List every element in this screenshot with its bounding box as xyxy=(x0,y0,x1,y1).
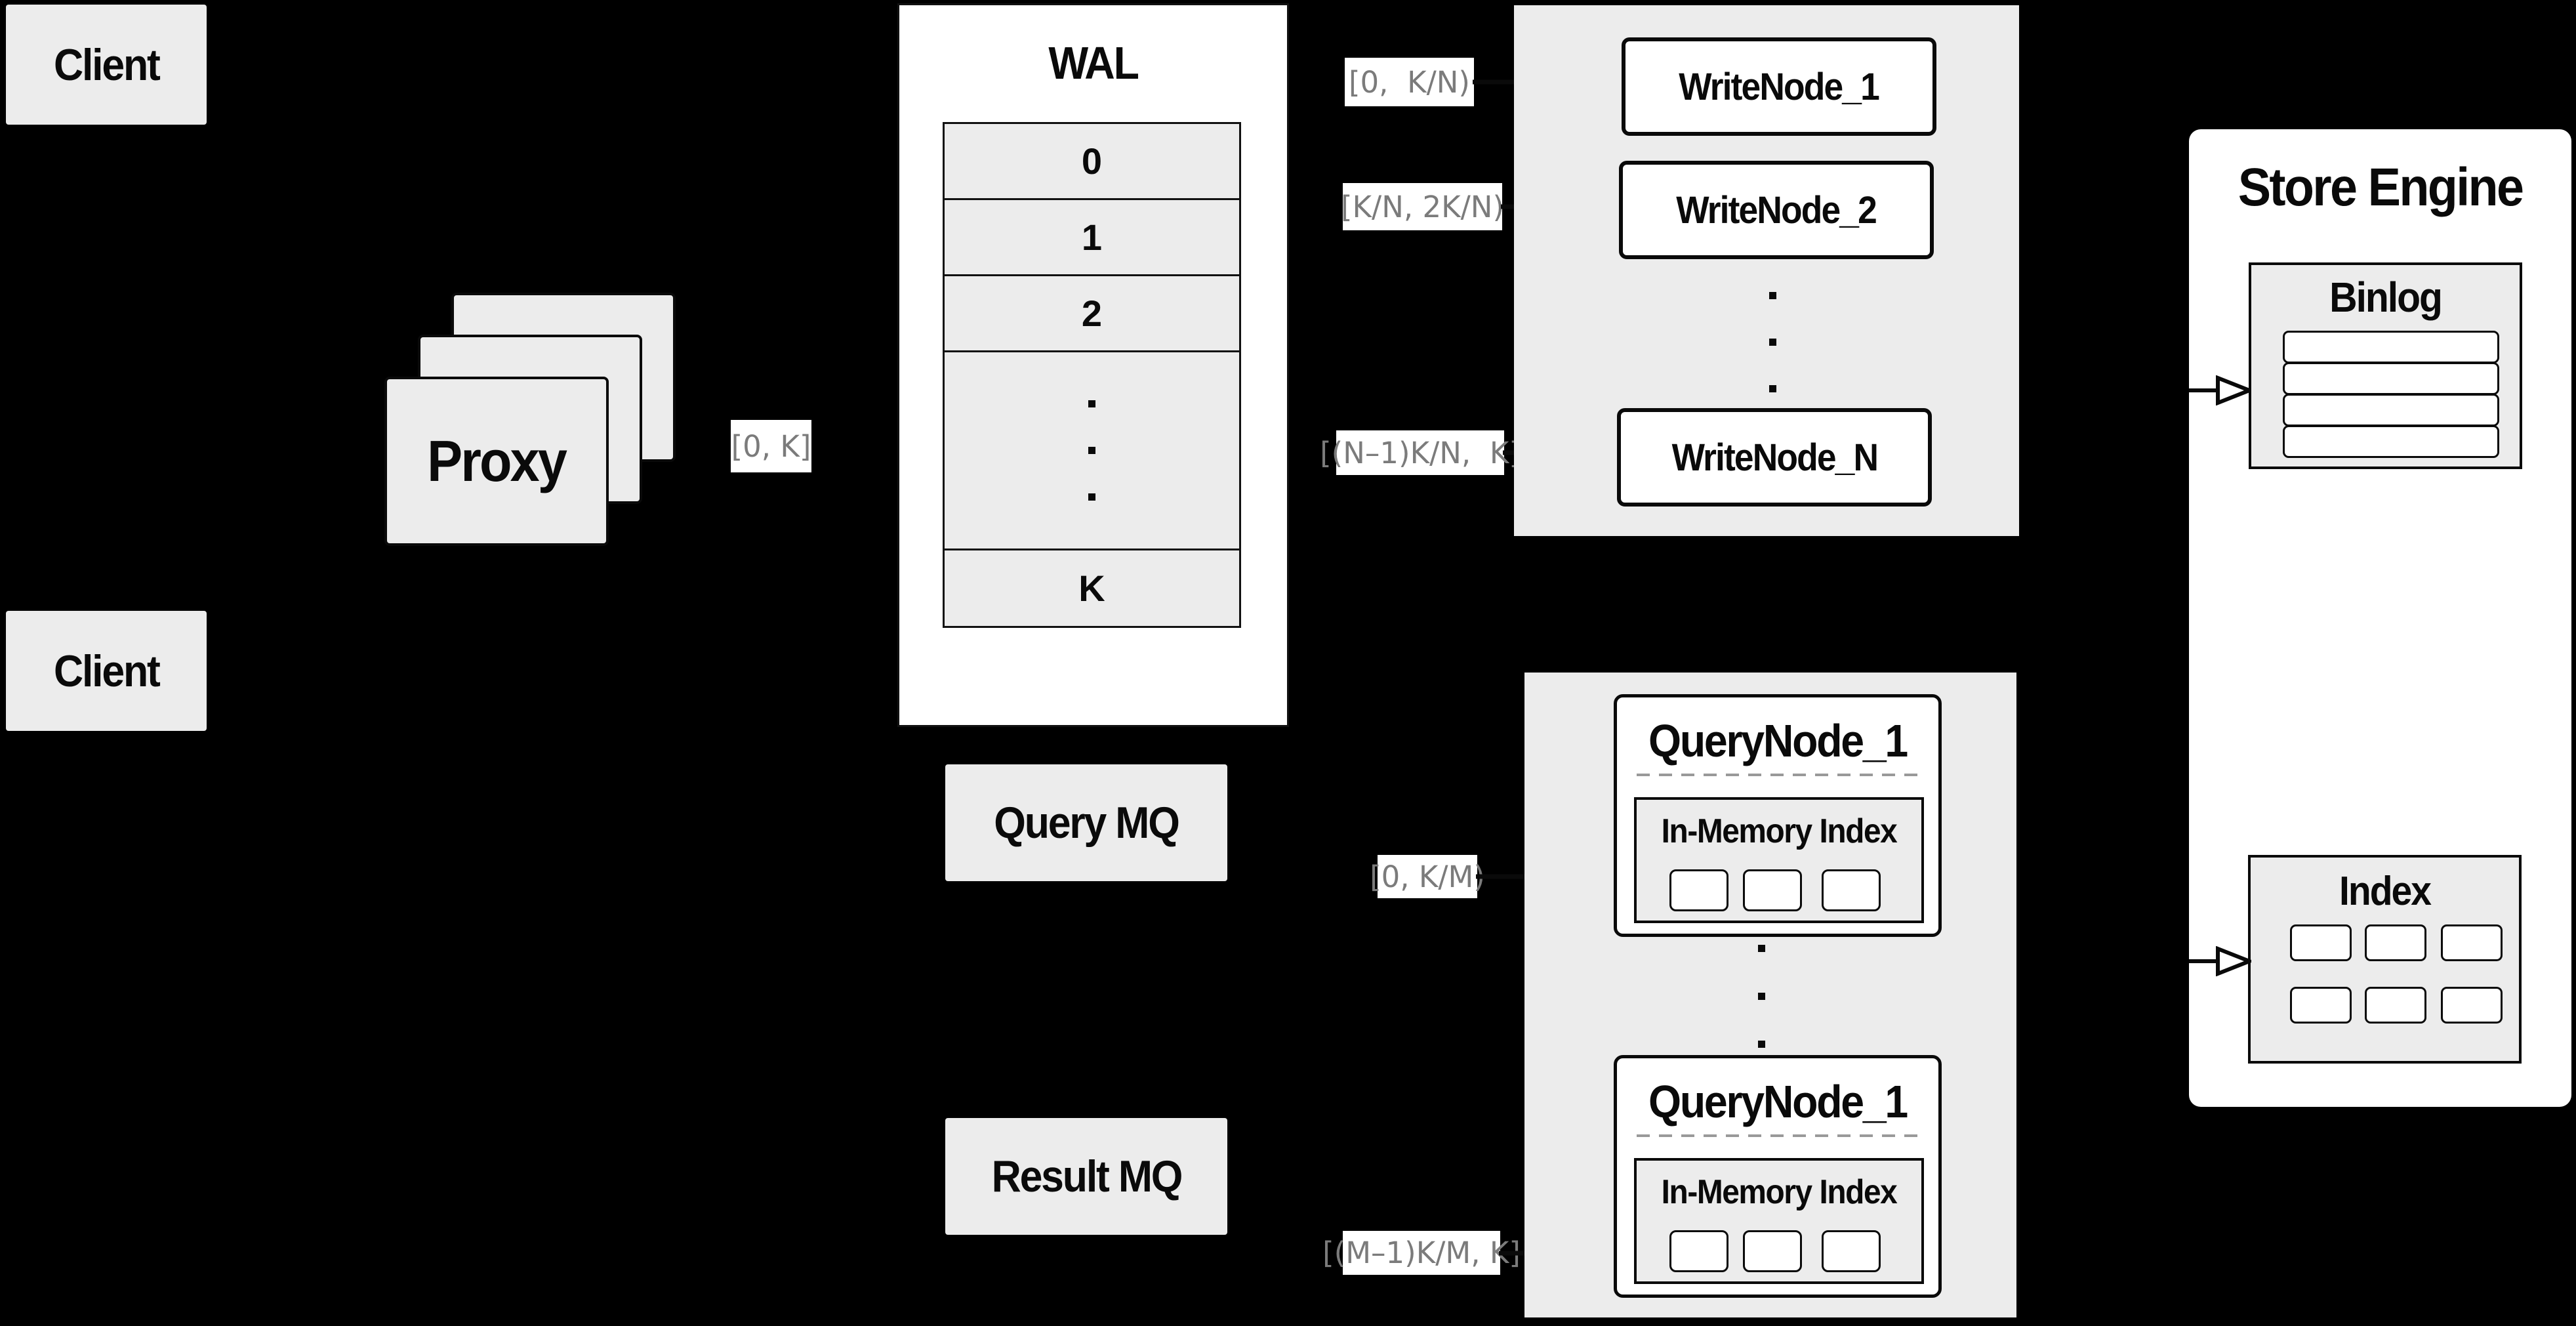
binlog-row xyxy=(2283,362,2499,395)
index-chip xyxy=(1743,1230,1802,1272)
arrow-to-binlog xyxy=(2189,375,2251,405)
range-label-0-k: [0, K] xyxy=(731,420,811,472)
range-label-write-2: [K/N, 2K/N) xyxy=(1341,183,1504,230)
in-memory-index-box: In-Memory Index xyxy=(1634,797,1924,923)
proxy-card-front: Proxy xyxy=(384,377,609,546)
client-box-bottom: Client xyxy=(6,611,207,731)
result-mq-box: Result MQ xyxy=(945,1118,1227,1235)
binlog-row xyxy=(2283,394,2499,426)
binlog-row xyxy=(2283,425,2499,458)
store-engine-box: Store Engine Binlog Index xyxy=(2189,129,2571,1107)
index-box: Index xyxy=(2248,855,2522,1064)
writenode-1-box: WriteNode_1 xyxy=(1622,37,1936,136)
range-label-query-1: [0, K/M) xyxy=(1370,855,1485,898)
ellipsis-dots-icon xyxy=(1758,945,1765,1048)
wal-segment-row: 0 xyxy=(945,124,1239,198)
querynode-1-label: QueryNode_1 xyxy=(1648,715,1908,766)
store-engine-label: Store Engine xyxy=(2238,157,2524,217)
writenode-n-box: WriteNode_N xyxy=(1617,408,1932,507)
range-label-query-m: [(M–1)K/M, K] xyxy=(1322,1231,1521,1275)
wal-title: WAL xyxy=(1048,37,1139,89)
client-top-label: Client xyxy=(53,39,161,90)
writenode-2-label: WriteNode_2 xyxy=(1676,188,1878,232)
range-label-write-n: [(N–1)K/N, K] xyxy=(1320,430,1521,475)
wal-segment-table: 0 1 2 K xyxy=(943,122,1241,628)
index-cell xyxy=(2441,924,2503,961)
ellipsis-dots-icon xyxy=(1769,292,1776,392)
index-label: Index xyxy=(2339,869,2432,914)
wal-segment-row: 2 xyxy=(945,274,1239,350)
wal-segment-row-last: K xyxy=(945,549,1239,626)
binlog-row xyxy=(2283,331,2499,363)
index-chip xyxy=(1822,869,1881,911)
proxy-label: Proxy xyxy=(427,428,568,493)
querynode-2-box: QueryNode_1 In-Memory Index xyxy=(1614,1055,1942,1298)
index-chip xyxy=(1743,869,1802,911)
wal-container: WAL 0 1 2 K xyxy=(897,3,1289,727)
range-label-write-1: [0, K/N) xyxy=(1345,58,1474,106)
client-bottom-label: Client xyxy=(53,646,161,696)
index-cell xyxy=(2365,987,2426,1024)
index-chip xyxy=(1669,869,1728,911)
writenode-1-label: WriteNode_1 xyxy=(1679,65,1881,108)
index-chip xyxy=(1822,1230,1881,1272)
dashed-divider xyxy=(1637,1134,1919,1137)
in-memory-index-label: In-Memory Index xyxy=(1661,812,1898,850)
arrow-to-index xyxy=(2189,946,2251,976)
querynode-2-label: QueryNode_1 xyxy=(1648,1076,1908,1127)
binlog-box: Binlog xyxy=(2249,262,2522,469)
dashed-divider xyxy=(1637,774,1919,776)
in-memory-index-box: In-Memory Index xyxy=(1634,1158,1924,1284)
writenode-2-box: WriteNode_2 xyxy=(1619,161,1934,259)
binlog-label: Binlog xyxy=(2329,274,2443,321)
index-cell xyxy=(2365,924,2426,961)
wal-ellipsis-row xyxy=(945,350,1239,549)
index-cell xyxy=(2290,987,2352,1024)
index-chip xyxy=(1669,1230,1728,1272)
query-mq-label: Query MQ xyxy=(994,798,1180,848)
index-cell xyxy=(2290,924,2352,961)
query-mq-box: Query MQ xyxy=(945,764,1227,881)
index-cell xyxy=(2441,987,2503,1024)
ellipsis-dots-icon xyxy=(1088,400,1095,501)
writenode-n-label: WriteNode_N xyxy=(1671,436,1878,479)
client-box-top: Client xyxy=(6,5,207,125)
querynode-cluster: QueryNode_1 In-Memory Index QueryNode_1 … xyxy=(1524,673,2016,1317)
in-memory-index-label: In-Memory Index xyxy=(1661,1173,1898,1211)
querynode-1-box: QueryNode_1 In-Memory Index xyxy=(1614,694,1942,937)
wal-segment-row: 1 xyxy=(945,198,1239,274)
result-mq-label: Result MQ xyxy=(991,1151,1183,1201)
writenode-cluster: WriteNode_1 WriteNode_2 WriteNode_N xyxy=(1514,5,2019,536)
